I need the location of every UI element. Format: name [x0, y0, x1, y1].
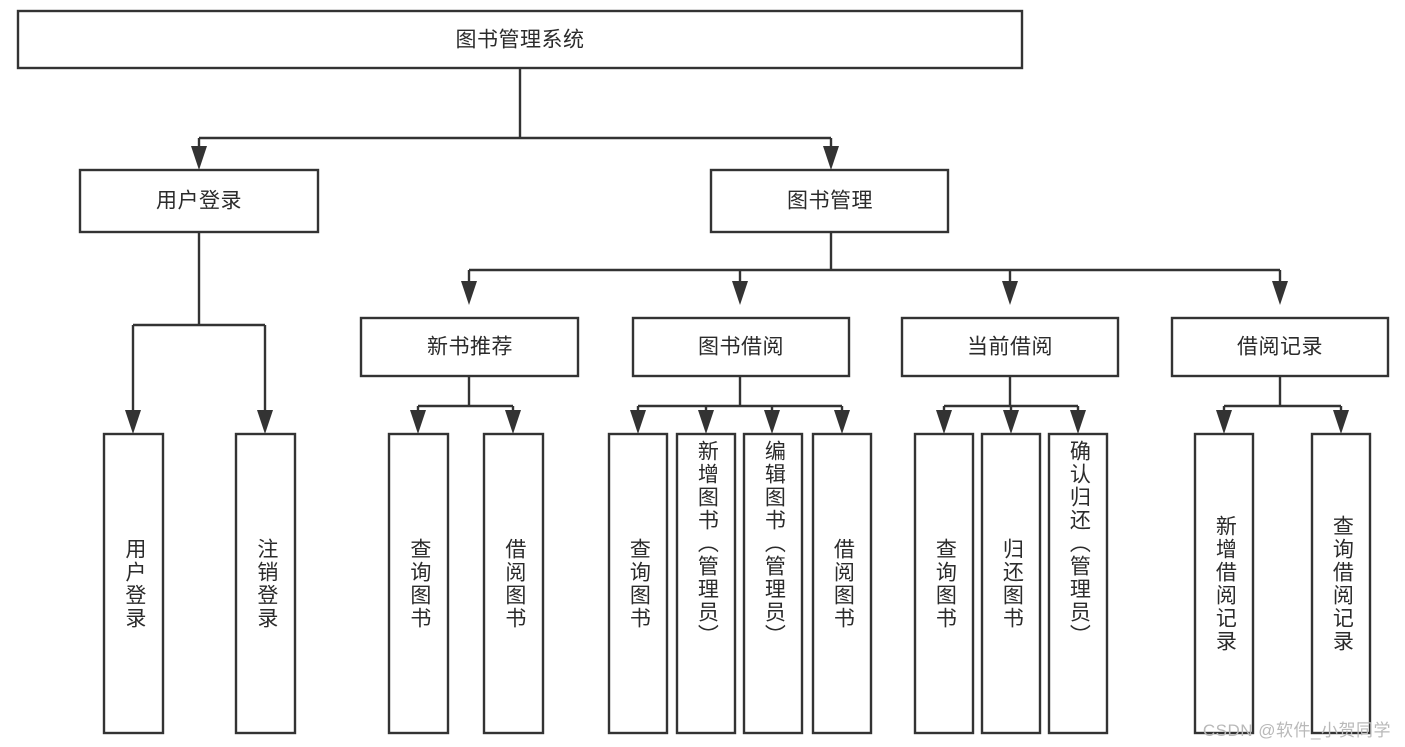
- node-borrow-record-box[interactable]: [1170, 316, 1390, 378]
- leaf-box-borrow-record-1[interactable]: [1193, 432, 1255, 735]
- leaf-box-new-book-1[interactable]: [387, 432, 450, 735]
- arrow-to-borrow-record: [1272, 281, 1288, 305]
- arrow-new-book-leaf-2: [505, 410, 521, 434]
- leaf-box-user-login-1[interactable]: [102, 432, 165, 735]
- arrow-current-borrow-leaf-2: [1003, 410, 1019, 434]
- leaf-box-book-borrow-2[interactable]: [675, 432, 737, 735]
- leaf-box-current-borrow-2[interactable]: [980, 432, 1042, 735]
- arrow-to-book-manage: [823, 146, 839, 170]
- node-root[interactable]: 图书管理系统: [16, 9, 1024, 70]
- arrow-borrow-record-leaf-2: [1333, 410, 1349, 434]
- leaf-box-book-borrow-1[interactable]: [607, 432, 669, 735]
- node-new-book-recommend-label: 新书推荐: [427, 336, 513, 359]
- arrow-book-borrow-leaf-2: [698, 410, 714, 434]
- node-current-borrow-label: 当前借阅: [967, 336, 1053, 359]
- node-root-label: 图书管理系统: [456, 29, 585, 52]
- arrow-to-current-borrow: [1002, 281, 1018, 305]
- arrow-new-book-leaf-1: [410, 410, 426, 434]
- arrow-current-borrow-leaf-3: [1070, 410, 1086, 434]
- leaf-box-current-borrow-3[interactable]: [1047, 432, 1109, 735]
- node-book-borrow[interactable]: 图书借阅: [631, 316, 851, 378]
- node-book-manage[interactable]: 图书管理: [709, 168, 950, 234]
- node-book-borrow-box[interactable]: [631, 316, 851, 378]
- arrow-current-borrow-leaf-1: [936, 410, 952, 434]
- arrow-user-login-leaf-2: [257, 410, 273, 434]
- node-user-login-label: 用户登录: [156, 190, 242, 213]
- arrow-book-borrow-leaf-1: [630, 410, 646, 434]
- leaf-box-book-borrow-4[interactable]: [811, 432, 873, 735]
- node-user-login-box[interactable]: [78, 168, 320, 234]
- node-current-borrow-box[interactable]: [900, 316, 1120, 378]
- leaf-box-borrow-record-2[interactable]: [1310, 432, 1372, 735]
- node-new-book-recommend[interactable]: 新书推荐: [359, 316, 580, 378]
- node-borrow-record[interactable]: 借阅记录: [1170, 316, 1390, 378]
- leaf-box-layer: [102, 432, 1372, 735]
- node-book-manage-label: 图书管理: [787, 190, 873, 213]
- node-root-box[interactable]: [16, 9, 1024, 70]
- leaf-box-current-borrow-1[interactable]: [913, 432, 975, 735]
- node-borrow-record-label: 借阅记录: [1237, 336, 1323, 359]
- csdn-watermark: CSDN @软件_小贺同学: [1202, 721, 1391, 740]
- arrow-book-borrow-leaf-4: [834, 410, 850, 434]
- arrow-to-book-borrow: [732, 281, 748, 305]
- node-book-manage-box[interactable]: [709, 168, 950, 234]
- arrow-book-borrow-leaf-3: [764, 410, 780, 434]
- node-new-book-recommend-box[interactable]: [359, 316, 580, 378]
- leaf-box-book-borrow-3[interactable]: [742, 432, 804, 735]
- arrow-to-user-login: [191, 146, 207, 170]
- leaf-box-user-login-2[interactable]: [234, 432, 297, 735]
- arrow-to-new-book: [461, 281, 477, 305]
- arrow-user-login-leaf-1: [125, 410, 141, 434]
- node-book-borrow-label: 图书借阅: [698, 336, 784, 359]
- node-user-login[interactable]: 用户登录: [78, 168, 320, 234]
- connector-layer: [125, 68, 1349, 434]
- node-current-borrow[interactable]: 当前借阅: [900, 316, 1120, 378]
- leaf-box-new-book-2[interactable]: [482, 432, 545, 735]
- arrow-borrow-record-leaf-1: [1216, 410, 1232, 434]
